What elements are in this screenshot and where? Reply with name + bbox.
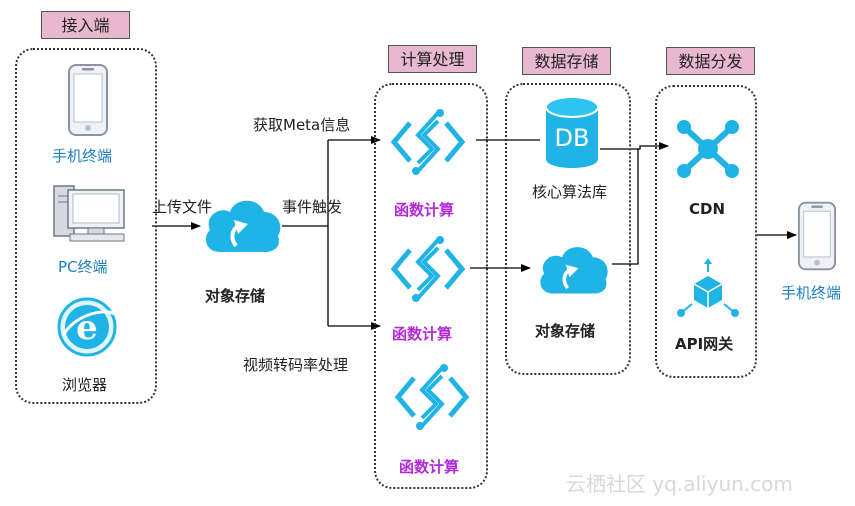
header-compute: 计算处理 [388, 45, 477, 73]
trigger-label: 事件触发 [282, 198, 343, 216]
pc-icon [52, 182, 128, 248]
header-distribution: 数据分发 [666, 47, 755, 75]
access-group [15, 48, 157, 404]
browser-label: 浏览器 [62, 376, 108, 394]
oss-label: 对象存储 [205, 287, 266, 305]
function-compute-label-1: 函数计算 [394, 201, 455, 219]
terminal-phone-icon [797, 198, 837, 278]
api-gateway-icon [676, 256, 740, 326]
cdn-icon [675, 118, 741, 184]
phone-icon [67, 64, 109, 140]
pc-label: PC终端 [58, 258, 108, 276]
storage-group [505, 83, 631, 375]
function-compute-label-3: 函数计算 [399, 458, 460, 476]
line-oss-cdn [612, 149, 639, 265]
upload-label: 上传文件 [152, 198, 213, 216]
storage-oss-label: 对象存储 [535, 322, 596, 340]
watermark: 云栖社区 yq.aliyun.com [566, 472, 793, 496]
distribution-group [655, 85, 757, 378]
terminal-label: 手机终端 [781, 284, 842, 302]
compute-group [374, 83, 488, 489]
header-storage: 数据存储 [522, 47, 611, 75]
cdn-label: CDN [689, 200, 726, 218]
header-access: 接入端 [41, 11, 130, 39]
database-icon [542, 95, 602, 175]
meta-label: 获取Meta信息 [253, 116, 351, 134]
function-compute-icon-2 [388, 232, 468, 310]
line-db-cdn [600, 142, 669, 150]
phone-label: 手机终端 [52, 147, 113, 165]
function-compute-label-2: 函数计算 [392, 325, 453, 343]
function-compute-icon-3 [392, 360, 472, 438]
transcode-label: 视频转码率处理 [243, 356, 349, 374]
browser-icon: e [56, 296, 118, 362]
function-compute-icon-1 [388, 105, 468, 183]
api-gateway-label: API网关 [675, 335, 734, 353]
database-icon-text: DB [554, 124, 590, 152]
database-label: 核心算法库 [532, 183, 608, 201]
oss-cloud-icon-storage [535, 241, 611, 303]
oss-cloud-icon [200, 194, 284, 262]
